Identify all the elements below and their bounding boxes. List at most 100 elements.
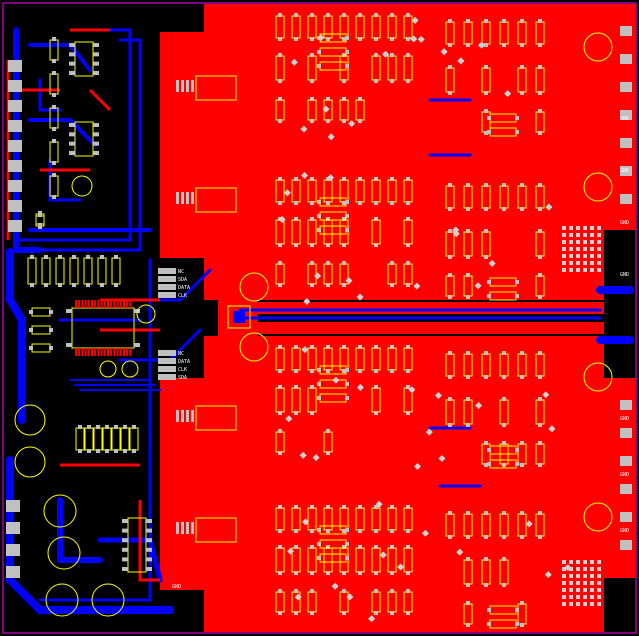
resistor-pad	[466, 423, 470, 427]
resistor-outline	[49, 141, 59, 163]
ic-pin	[146, 519, 152, 523]
edge-pad	[620, 540, 632, 550]
tssop-pin	[81, 300, 84, 308]
thermal-via	[576, 254, 580, 258]
resistor-pad	[100, 255, 104, 259]
edge-pad	[620, 138, 632, 148]
resistor-pad	[345, 228, 349, 232]
tssop-pin	[116, 348, 119, 356]
resistor-pad	[358, 369, 362, 373]
via	[379, 551, 387, 559]
via	[545, 203, 553, 211]
resistor-pad	[52, 71, 56, 75]
resistor-pad	[487, 294, 491, 298]
thermal-via	[597, 567, 601, 571]
resistor-outline	[84, 427, 94, 451]
connector-label: CLK	[178, 293, 187, 299]
transistor-pin	[191, 522, 194, 534]
resistor-pad	[72, 255, 76, 259]
via	[327, 174, 335, 182]
resistor-pad	[310, 529, 314, 533]
resistor-pad	[390, 53, 394, 57]
ic-pin	[146, 538, 152, 543]
thermal-via	[562, 268, 566, 272]
header-pad	[158, 366, 176, 372]
resistor-pad	[487, 448, 491, 452]
thermal-via	[590, 233, 594, 237]
thermal-via	[576, 247, 580, 251]
resistor-pad	[310, 217, 314, 221]
resistor-pad	[310, 611, 314, 615]
tssop-pin	[110, 300, 113, 308]
header-pad	[158, 358, 176, 364]
resistor-pad	[326, 429, 330, 433]
resistor-pad	[487, 116, 491, 120]
resistor-pad	[448, 91, 452, 95]
thermal-via	[576, 595, 580, 599]
resistor-pad	[374, 545, 378, 549]
resistor-pad	[294, 505, 298, 509]
resistor-pad	[538, 255, 542, 259]
via	[408, 386, 416, 394]
connector-label: DATA	[178, 359, 190, 365]
resistor-pad	[294, 13, 298, 17]
resistor-pad	[502, 463, 506, 467]
ic-pin	[146, 557, 152, 562]
resistor-outline	[31, 325, 51, 335]
right-gnd-label: GND	[620, 528, 629, 534]
thermal-via	[590, 567, 594, 571]
edge-pad	[8, 60, 22, 72]
thermal-via	[583, 602, 587, 606]
resistor-pad	[317, 396, 321, 400]
resistor-pad	[515, 116, 519, 120]
resistor-pad	[310, 53, 314, 57]
resistor-pad	[345, 396, 349, 400]
resistor-pad	[520, 351, 524, 355]
resistor-pad	[317, 214, 321, 218]
thermal-via	[569, 254, 573, 258]
resistor-pad	[342, 13, 346, 17]
connector-label: NC	[178, 269, 184, 275]
resistor-pad	[448, 207, 452, 211]
resistor-pad	[278, 451, 282, 455]
resistor-pad	[326, 177, 330, 181]
resistor-pad	[466, 43, 470, 47]
resistor-pad	[466, 511, 470, 515]
resistor-outline	[31, 307, 51, 317]
resistor-pad	[345, 50, 349, 54]
resistor-pad	[406, 571, 410, 575]
resistor-pad	[538, 535, 542, 539]
resistor-pad	[78, 425, 82, 429]
via	[411, 16, 419, 24]
resistor-pad	[317, 528, 321, 532]
edge-pad	[8, 220, 22, 232]
resistor-pad	[326, 451, 330, 455]
thermal-via	[562, 233, 566, 237]
resistor-pad	[448, 229, 452, 233]
resistor-pad	[86, 255, 90, 259]
edge-pad	[620, 82, 632, 92]
header-pad	[158, 284, 176, 290]
resistor-pad	[132, 425, 136, 429]
via	[303, 297, 311, 306]
resistor-pad	[342, 529, 346, 533]
resistor-pad	[326, 529, 330, 533]
resistor-pad	[342, 611, 346, 615]
resistor-pad	[326, 201, 330, 205]
thermal-via	[597, 247, 601, 251]
transistor-outline	[195, 187, 237, 213]
resistor-pad	[484, 441, 488, 445]
ic-pin	[66, 343, 72, 347]
resistor-pad	[406, 529, 410, 533]
resistor-pad	[114, 449, 118, 453]
bottom-copper-traces	[6, 27, 634, 614]
ic-pin	[122, 519, 128, 523]
resistor-pad	[342, 571, 346, 575]
via	[345, 277, 353, 285]
resistor-outline	[97, 257, 107, 285]
resistor-pad	[342, 589, 346, 593]
resistor-pad	[515, 462, 519, 466]
resistor-pad	[278, 97, 282, 101]
